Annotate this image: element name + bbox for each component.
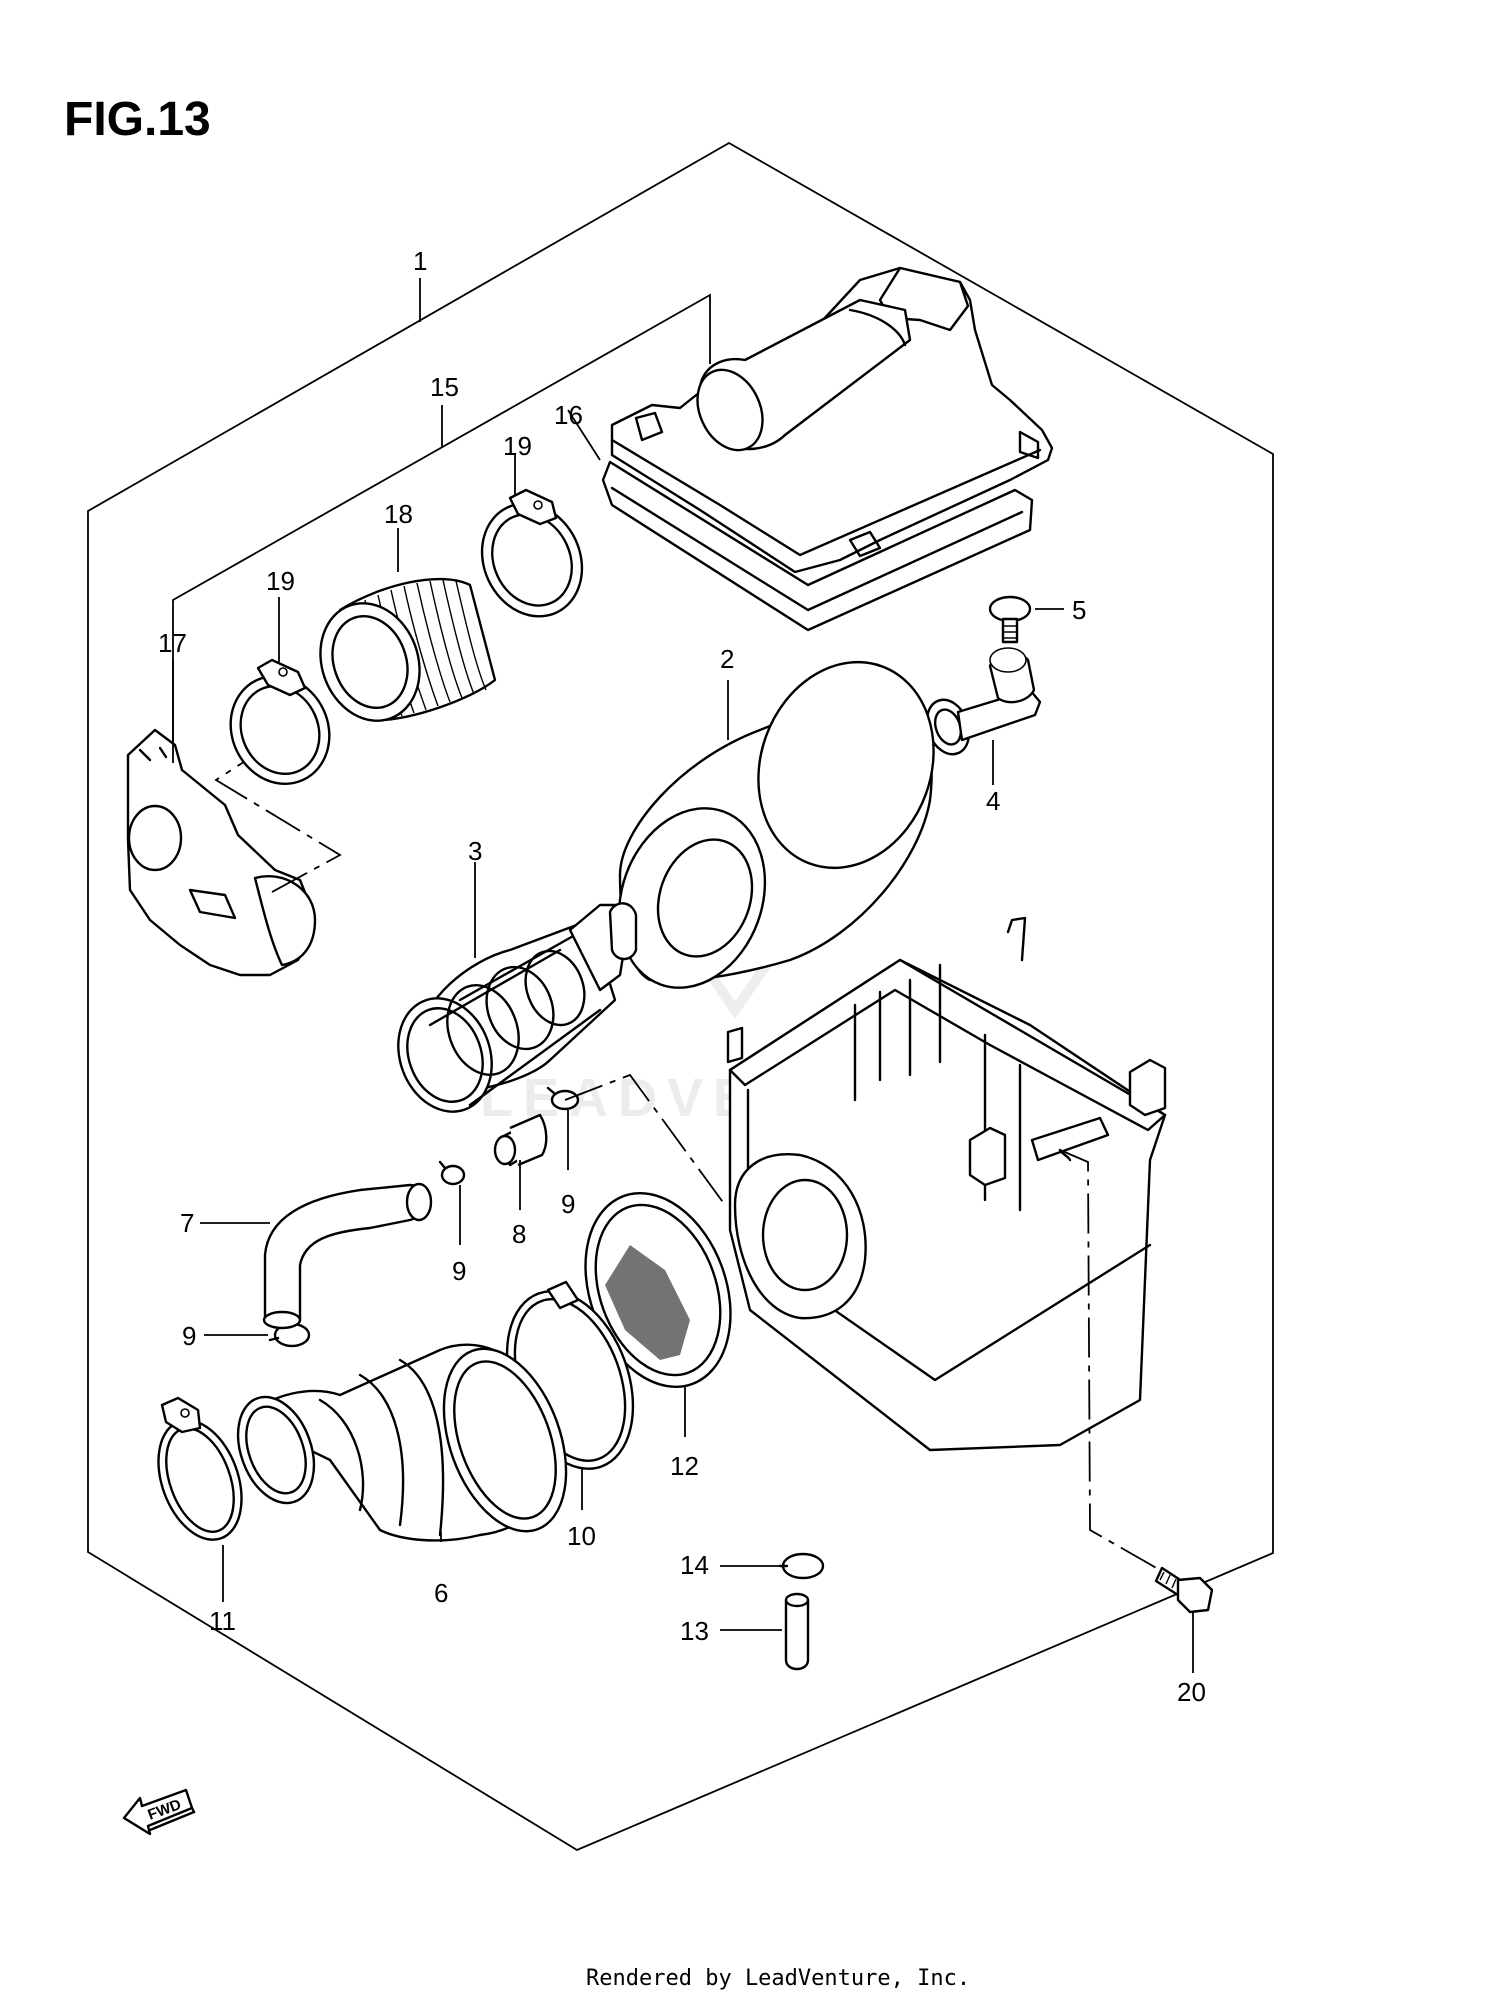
footer-credit: Rendered by LeadVenture, Inc. bbox=[586, 1966, 970, 1991]
part-6-intake-boot bbox=[236, 1343, 568, 1542]
callout-labels: 1 15 16 19 18 19 17 5 2 4 3 9 8 9 7 9 12… bbox=[158, 246, 1206, 1707]
callout-7: 7 bbox=[180, 1208, 194, 1238]
part-5-screw bbox=[988, 595, 1032, 644]
part-17-intake-duct bbox=[126, 728, 317, 977]
callout-9-middle: 9 bbox=[452, 1256, 466, 1286]
figure-title: FIG.13 bbox=[64, 93, 211, 146]
callout-16: 16 bbox=[554, 400, 583, 430]
part-3-filter-cage bbox=[397, 902, 638, 1113]
callout-1: 1 bbox=[413, 246, 427, 276]
part-19-clamp-left bbox=[229, 658, 331, 786]
air-cleaner-cover bbox=[610, 266, 1054, 574]
callout-2: 2 bbox=[720, 644, 734, 674]
connection-line-9 bbox=[564, 1073, 726, 1206]
part-9-clip-middle bbox=[438, 1160, 466, 1186]
fwd-arrow-icon: FWD bbox=[122, 1788, 196, 1836]
callout-9-lower: 9 bbox=[182, 1321, 196, 1351]
callout-19-upper: 19 bbox=[503, 431, 532, 461]
part-14-clip bbox=[778, 1552, 825, 1580]
callout-9-upper: 9 bbox=[561, 1189, 575, 1219]
callout-6: 6 bbox=[434, 1578, 448, 1608]
part-13-plug bbox=[784, 1592, 810, 1671]
callout-18: 18 bbox=[384, 499, 413, 529]
part-19-clamp-upper bbox=[480, 488, 584, 618]
connection-line-20 bbox=[1059, 1149, 1161, 1571]
part-20-bolt bbox=[1154, 1566, 1214, 1614]
callout-17: 17 bbox=[158, 628, 187, 658]
part-2-filter-element bbox=[617, 660, 935, 989]
callout-4: 4 bbox=[986, 786, 1000, 816]
callout-19-left: 19 bbox=[266, 566, 295, 596]
callout-5: 5 bbox=[1072, 595, 1086, 625]
callout-11: 11 bbox=[209, 1606, 236, 1636]
part-18-corrugated-hose bbox=[319, 577, 497, 722]
part-16-gasket bbox=[601, 460, 1034, 632]
callout-3: 3 bbox=[468, 836, 482, 866]
callout-20: 20 bbox=[1177, 1677, 1206, 1707]
part-7-hose bbox=[262, 1182, 433, 1330]
callout-8: 8 bbox=[512, 1219, 526, 1249]
callout-14: 14 bbox=[680, 1550, 709, 1580]
part-8-fitting bbox=[493, 1113, 548, 1167]
leader-lines bbox=[172, 409, 1194, 1673]
part-12-screen bbox=[584, 1191, 732, 1389]
assembly-outline bbox=[87, 141, 1274, 1852]
air-cleaner-case bbox=[726, 916, 1167, 1452]
callout-13: 13 bbox=[680, 1616, 709, 1646]
callout-12: 12 bbox=[670, 1451, 699, 1481]
callout-15: 15 bbox=[430, 372, 459, 402]
part-11-clamp bbox=[157, 1396, 243, 1541]
callout-10: 10 bbox=[567, 1521, 596, 1551]
part-4-retainer bbox=[925, 647, 1042, 756]
